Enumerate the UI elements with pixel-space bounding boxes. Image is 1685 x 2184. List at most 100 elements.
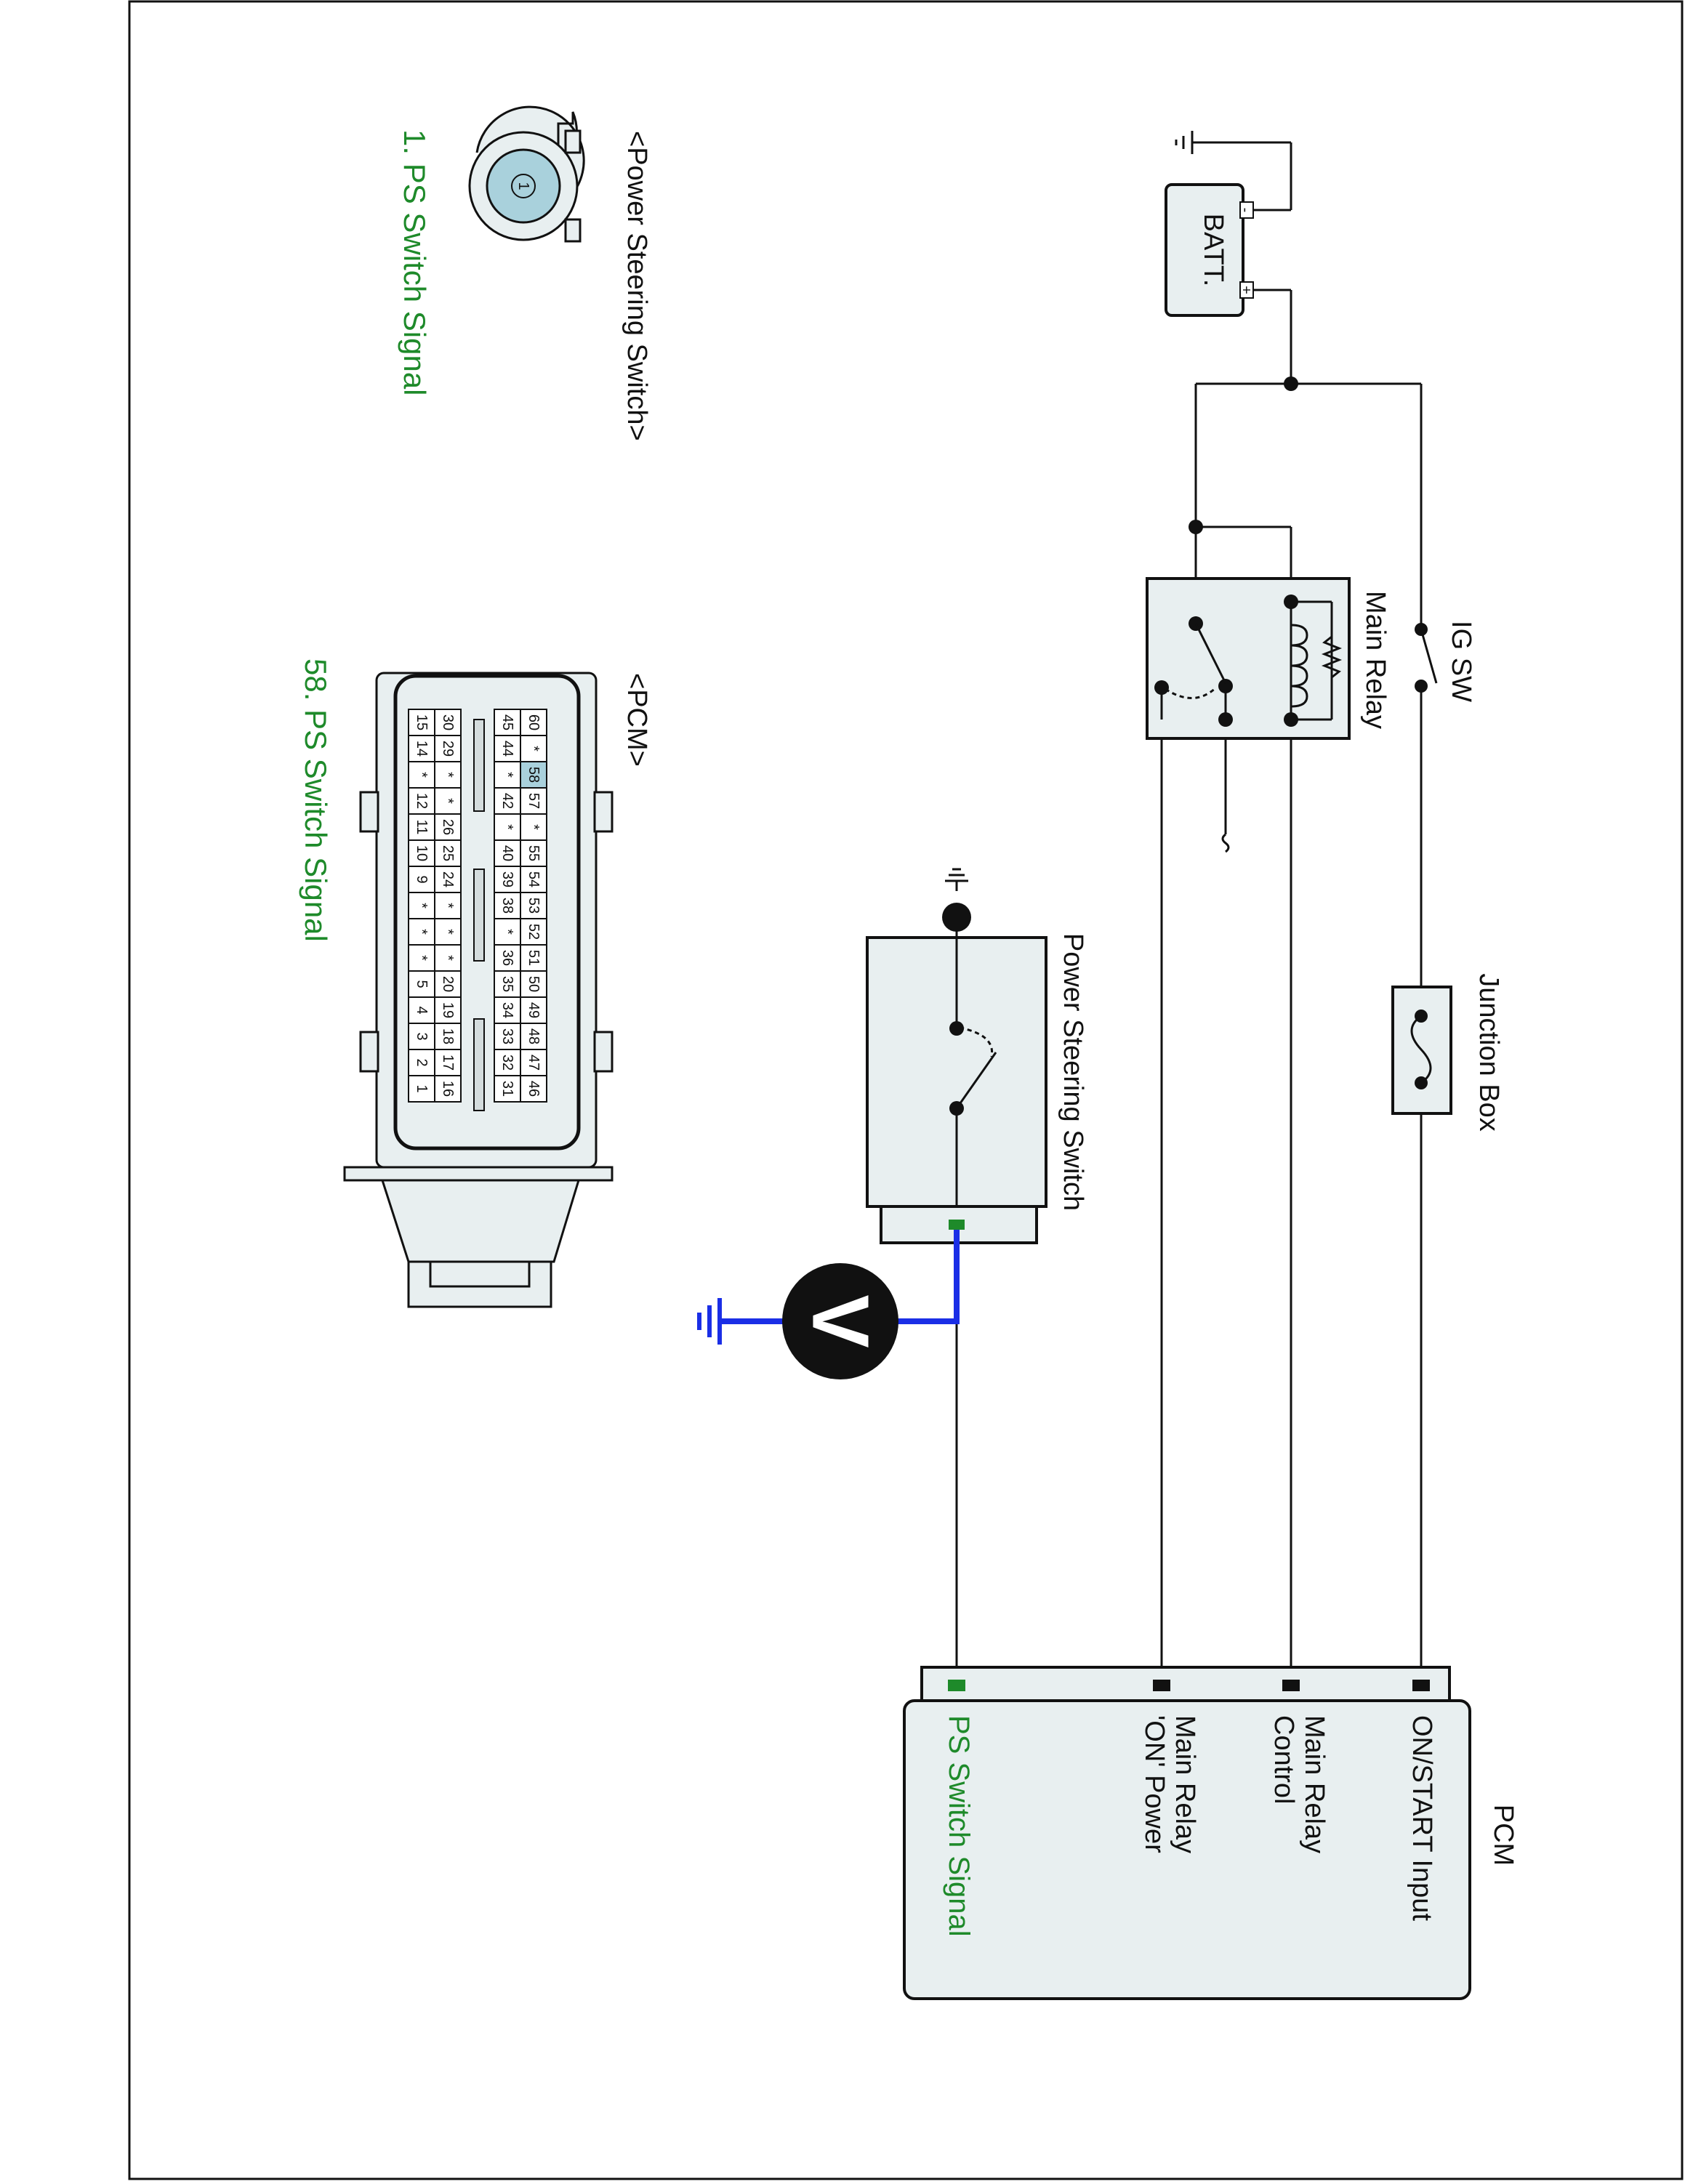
pcm-connector-pin-cell [494, 1023, 521, 1050]
pcm-connector-pin-label: 14 [414, 741, 430, 757]
pcm-connector-pin-label: 50 [526, 976, 542, 992]
pcm-pin-on-start-input [1412, 1680, 1430, 1691]
pcm-connector-pin-cell [408, 1023, 435, 1050]
pcm-connector-pin-label: * [414, 929, 430, 935]
pcm-connector-pin-label: 60 [526, 714, 542, 730]
pcm-connector-pin-label: 29 [440, 741, 456, 757]
pcm-connector-pin-cell [494, 1049, 521, 1076]
pcm-connector-pin-label: 48 [526, 1028, 542, 1044]
battery: - + BATT. [1165, 183, 1254, 317]
pcm-connector-pin-cell [408, 1075, 435, 1103]
pcm-connector-pin-cell [408, 787, 435, 815]
pcm-connector-pin-label: 34 [499, 1002, 515, 1018]
power-steering-switch: Power Steering Switch [866, 868, 1088, 1244]
pcm-module: PCM ON/START Input Main Relay Control Ma… [903, 1666, 1519, 2000]
pcm-connector-pin-cell [520, 996, 547, 1024]
ps-connector-title: <Power Steering Switch> [622, 131, 652, 441]
pcm-connector-pin-label: * [414, 955, 430, 961]
pcm-connector-pin-label: * [440, 903, 456, 908]
pcm-connector-pin-label: 31 [499, 1081, 515, 1097]
pcm-connector-pin-label: 9 [414, 875, 430, 883]
ignition-switch: IG SW [1415, 621, 1476, 702]
pcm-connector-pin-label: 33 [499, 1028, 515, 1044]
pcm-connector-pin-label: 53 [526, 898, 542, 914]
ps-connector-description: 1. PS Switch Signal [398, 129, 432, 396]
pcm-connector-pin-label: 15 [414, 714, 430, 730]
pcm-connector-pin-label: 2 [414, 1058, 430, 1066]
pcm-connector-pin-label: 39 [499, 871, 515, 887]
pcm-pin-label-on-start: ON/START Input [1407, 1715, 1437, 1921]
page-frame [128, 0, 1684, 2180]
pcm-connector-pin-cell [408, 866, 435, 893]
pcm-connector-pin-label: 52 [526, 924, 542, 940]
pcm-connector-pin-label: 55 [526, 845, 542, 861]
pcm-connector-pin-label: 38 [499, 898, 515, 914]
pcm-connector-pin-label: * [499, 772, 515, 778]
pcm-connector-view: <PCM> 60*5857*555453525150494847464544*4… [299, 658, 652, 1308]
main-relay-label: Main Relay [1360, 591, 1391, 729]
pcm-connector-pin-cell [494, 918, 521, 946]
pcm-connector-pin-cell [434, 761, 462, 789]
pcm-pin-label-on-power: 'ON' Power [1139, 1715, 1170, 1853]
voltmeter: V [697, 1230, 960, 1379]
pcm-connector-pin-label: 3 [414, 1032, 430, 1040]
pcm-connector-pin-cell [408, 892, 435, 919]
pcm-connector-pin-cell [434, 1075, 462, 1103]
pcm-connector-pin-cell [520, 709, 547, 736]
pcm-connector-title: <PCM> [622, 673, 652, 767]
pcm-connector-pin-label: * [414, 772, 430, 778]
pcm-connector-pin-label: 32 [499, 1055, 515, 1071]
pcm-connector-pin-cell [494, 787, 521, 815]
pcm-connector-pin-cell [520, 761, 547, 789]
pcm-connector-pin-label: 47 [526, 1055, 542, 1071]
pcm-connector-pin-label: 58 [526, 767, 542, 783]
pcm-title: PCM [1488, 1805, 1519, 1866]
battery-plus-label: + [1238, 286, 1254, 294]
pcm-connector-pin-cell [494, 735, 521, 762]
pcm-connector-pin-label: 40 [499, 845, 515, 861]
pcm-connector-pin-label: 20 [440, 976, 456, 992]
pcm-connector-pin-label: * [440, 955, 456, 961]
pcm-connector-pin-label: 24 [440, 871, 456, 887]
pcm-connector-pin-cell [494, 892, 521, 919]
pcm-connector-pin-label: 18 [440, 1028, 456, 1044]
pcm-connector-pin-label: 36 [499, 950, 515, 966]
pcm-connector-pin-label: 44 [499, 741, 515, 757]
pcm-connector-pin-cell [520, 970, 547, 998]
pcm-connector-pin-label: 17 [440, 1055, 456, 1071]
pcm-connector-pin-cell [494, 1075, 521, 1103]
pcm-connector-pin-label: 11 [414, 820, 430, 835]
battery-minus-label: - [1237, 208, 1253, 213]
pcm-connector-pin-label: 4 [414, 1006, 430, 1014]
pcm-pin-label-main-relay-1: Main Relay [1299, 1715, 1330, 1853]
pcm-connector-pin-label: 35 [499, 976, 515, 992]
battery-label: BATT. [1198, 214, 1228, 287]
pcm-connector-pin-label: 45 [499, 714, 515, 730]
pcm-connector-pin-label: * [499, 929, 515, 935]
pcm-connector-pin-label: 57 [526, 793, 542, 809]
junction-box-label: Junction Box [1473, 973, 1504, 1132]
pcm-connector-pin-label: 49 [526, 1002, 542, 1018]
pcm-connector-pin-cell [408, 813, 435, 841]
pcm-connector-pin-label: 1 [414, 1084, 430, 1092]
pcm-connector-pin-label: 5 [414, 980, 430, 988]
pcm-connector-pin-label: 26 [440, 819, 456, 835]
pcm-connector-pin-label: * [526, 824, 542, 830]
pcm-connector-pin-grid: 60*5857*555453525150494847464544*42*4039… [408, 709, 547, 1103]
pcm-connector-pin-label: 42 [499, 793, 515, 809]
pcm-connector-pin-label: 46 [526, 1081, 542, 1097]
pcm-pin-main-relay-on-power [1153, 1680, 1170, 1691]
pcm-connector-pin-label: 10 [414, 845, 430, 861]
pcm-pin-ps-switch-signal [948, 1680, 965, 1691]
pcm-connector-pin-cell [408, 735, 435, 762]
pcm-connector-pin-label: 16 [440, 1081, 456, 1097]
ps-switch-connector-view: <Power Steering Switch> 1 1. PS Switch S… [398, 105, 652, 441]
pcm-connector-description: 58. PS Switch Signal [299, 658, 333, 942]
junction-box: Junction Box [1391, 973, 1504, 1132]
pcm-connector-pin-label: 12 [414, 793, 430, 809]
battery-ground-symbol [1175, 131, 1292, 211]
power-steering-switch-label: Power Steering Switch [1058, 933, 1088, 1211]
pcm-connector-pin-label: * [440, 772, 456, 778]
voltmeter-label: V [796, 1294, 885, 1347]
